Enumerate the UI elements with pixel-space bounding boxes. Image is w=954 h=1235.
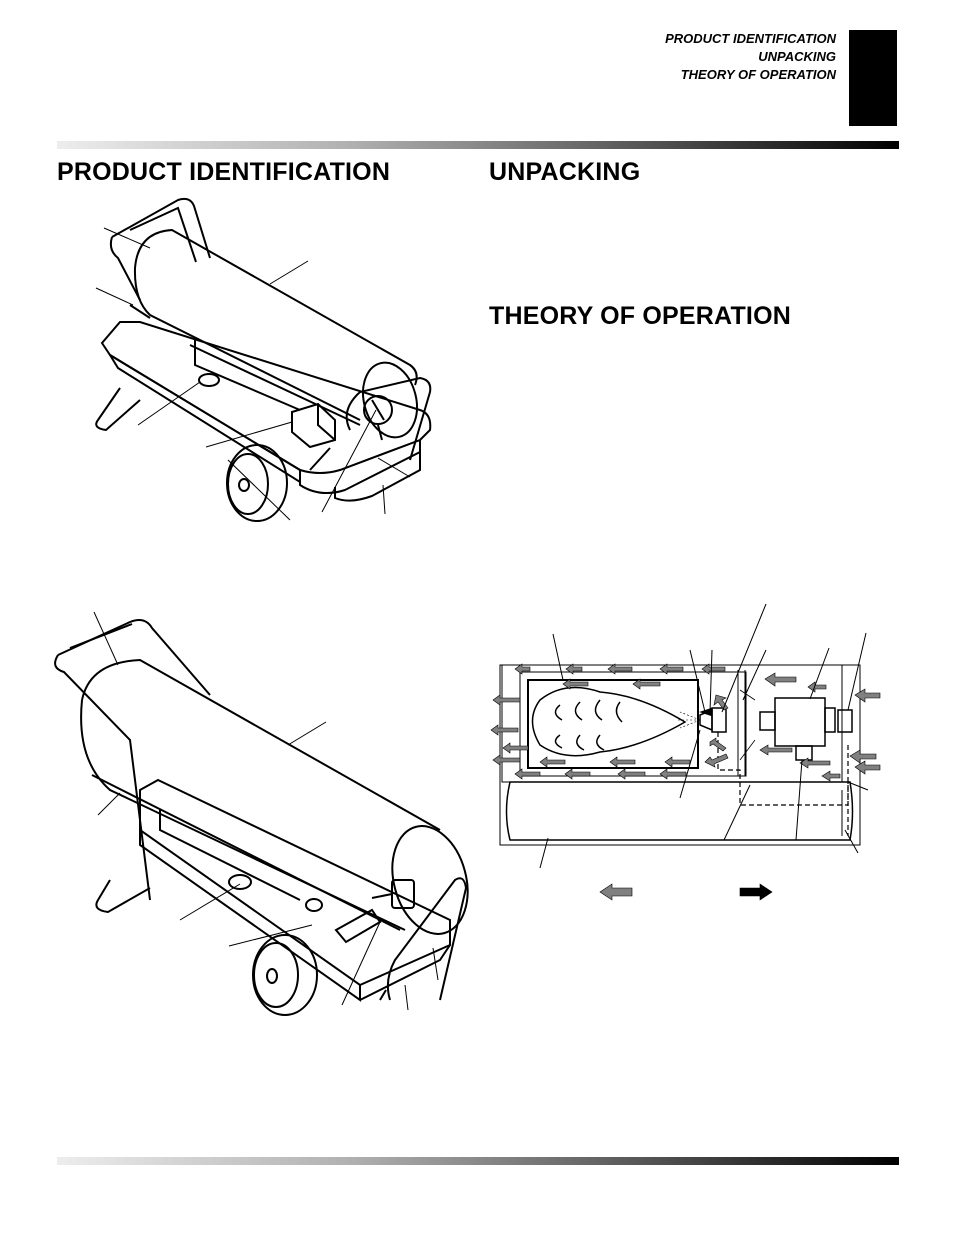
header-line-theory-of-operation: THEORY OF OPERATION (680, 67, 836, 82)
page-header: PRODUCT IDENTIFICATION UNPACKING THEORY … (665, 30, 836, 84)
product-identification-heading: PRODUCT IDENTIFICATION (57, 158, 391, 186)
header-line-unpacking: UNPACKING (758, 49, 836, 64)
header-line-product-identification: PRODUCT IDENTIFICATION (665, 31, 836, 46)
theory-of-operation-heading: THEORY OF OPERATION (489, 302, 791, 330)
section-tab (849, 30, 897, 126)
bottom-gradient-rule (57, 1157, 899, 1165)
top-gradient-rule (57, 141, 899, 149)
unpacking-heading: UNPACKING (489, 158, 641, 186)
